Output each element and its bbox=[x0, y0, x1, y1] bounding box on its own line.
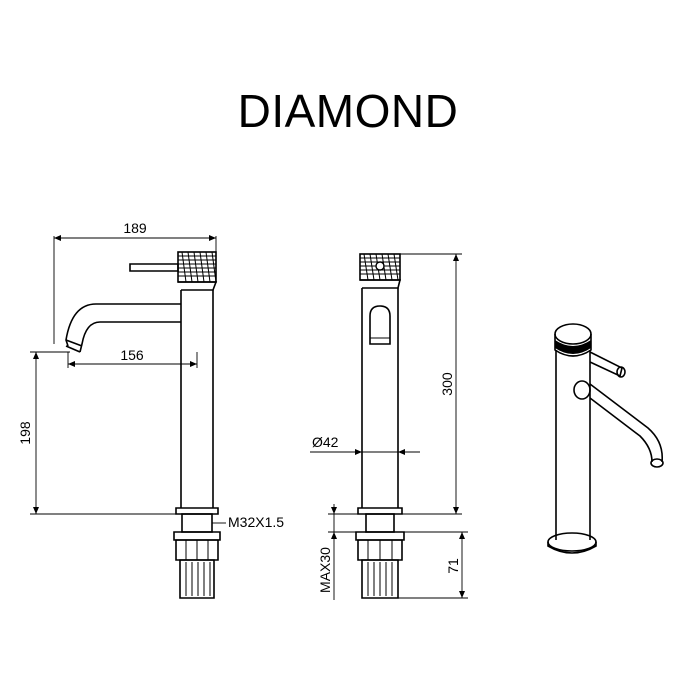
dim-label-thread: M32X1.5 bbox=[228, 514, 284, 530]
persp-spout-outlet bbox=[650, 458, 664, 468]
dim-label-diameter: Ø42 bbox=[312, 434, 339, 450]
persp-spout-joint bbox=[573, 380, 591, 400]
side-spout-bottom bbox=[79, 321, 181, 353]
side-nut-washer bbox=[173, 531, 221, 541]
persp-cap-top bbox=[554, 323, 592, 345]
front-lever-hub bbox=[375, 261, 385, 271]
front-dimensions: 300 Ø42 MAX30 71 bbox=[310, 253, 468, 600]
side-tail bbox=[179, 559, 215, 599]
knurl-pattern bbox=[178, 251, 217, 283]
dim-label-189: 189 bbox=[123, 220, 147, 236]
side-spout-outlet bbox=[65, 339, 83, 353]
dim-label-156: 156 bbox=[120, 347, 144, 363]
dim-label-300: 300 bbox=[439, 372, 455, 396]
side-tail-ribs bbox=[185, 562, 211, 596]
dim-label-max30: MAX30 bbox=[317, 547, 333, 593]
side-spout-top bbox=[65, 303, 181, 347]
side-view bbox=[65, 251, 221, 599]
front-base-ring bbox=[357, 507, 403, 515]
front-spout bbox=[369, 305, 391, 345]
persp-spout-top bbox=[589, 383, 664, 463]
front-view bbox=[355, 253, 405, 599]
side-nut bbox=[175, 539, 219, 561]
persp-knurled-band bbox=[555, 340, 591, 354]
perspective-view bbox=[547, 323, 664, 554]
product-title: DIAMOND bbox=[237, 85, 459, 137]
side-lever bbox=[129, 263, 179, 272]
persp-body bbox=[555, 350, 591, 540]
front-shoulder bbox=[360, 279, 402, 289]
front-nut-washer bbox=[355, 531, 405, 541]
side-body bbox=[180, 290, 214, 508]
side-thread bbox=[181, 513, 213, 533]
dim-label-198: 198 bbox=[17, 421, 33, 445]
side-nut-facets bbox=[185, 540, 209, 560]
front-body bbox=[361, 288, 399, 508]
side-shoulder bbox=[178, 281, 218, 291]
persp-spout-bottom bbox=[589, 397, 653, 463]
side-dimensions: 189 156 198 M32X1.5 bbox=[17, 220, 284, 530]
persp-lever bbox=[589, 351, 623, 378]
dim-label-71: 71 bbox=[445, 558, 461, 574]
side-base-ring bbox=[175, 507, 219, 515]
front-thread bbox=[365, 513, 395, 533]
front-nut bbox=[357, 539, 403, 561]
